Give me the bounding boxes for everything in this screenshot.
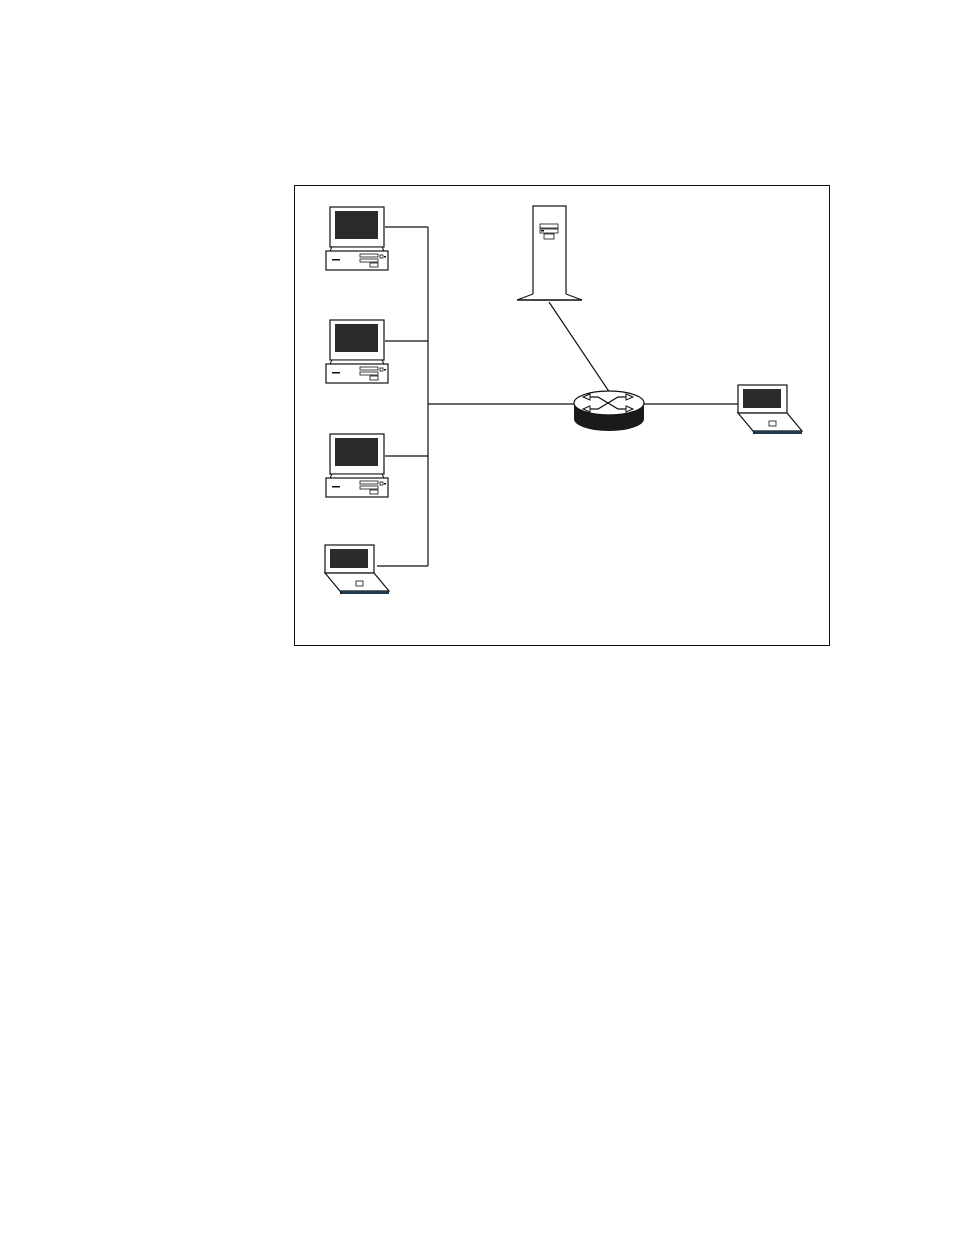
server-icon — [517, 206, 582, 300]
link-server-router — [549, 302, 610, 393]
desktop-computer-icon — [326, 207, 388, 270]
router-icon — [574, 391, 644, 431]
network-diagram — [294, 185, 830, 646]
desktop-computer-icon — [326, 434, 388, 497]
laptop-icon — [325, 545, 389, 594]
network-diagram-canvas — [295, 186, 831, 647]
laptop-icon — [738, 385, 802, 434]
desktop-computer-icon — [326, 320, 388, 383]
